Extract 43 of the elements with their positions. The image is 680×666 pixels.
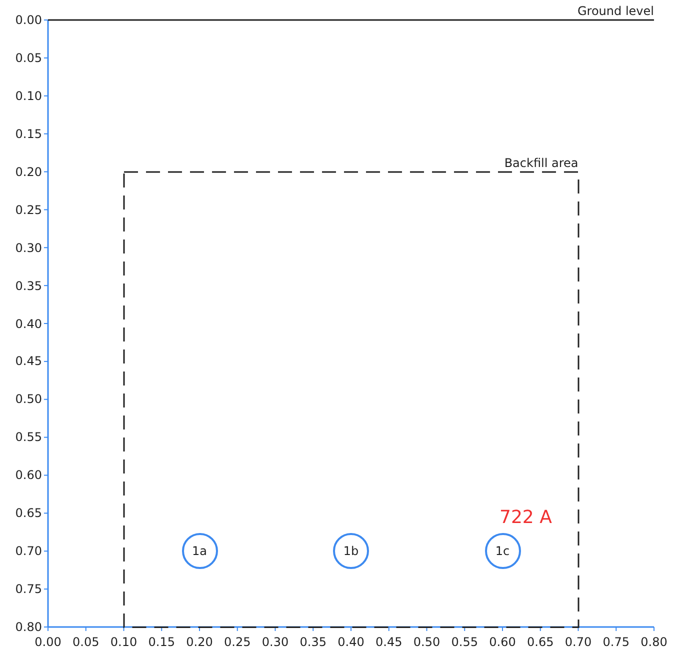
cable-circle	[182, 533, 218, 570]
y-tick-label: 0.75	[15, 582, 42, 596]
x-tick-label: 0.00	[34, 635, 62, 649]
y-tick-label: 0.25	[15, 202, 42, 217]
x-tick-label: 0.60	[488, 635, 516, 649]
x-tick-label: 0.70	[564, 635, 592, 649]
y-tick-label: 0.15	[15, 126, 42, 141]
cable-label: 1c	[494, 544, 511, 558]
x-tick-label: 0.55	[450, 635, 479, 649]
cable-circle	[484, 533, 520, 570]
y-tick-label: 0.80	[15, 620, 42, 634]
x-tick-label: 0.65	[526, 635, 554, 649]
area-label: Backfill area	[504, 156, 578, 170]
x-tick-label: 0.10	[110, 635, 138, 649]
y-tick-label: 0.40	[15, 316, 42, 330]
x-tick-label: 0.05	[72, 635, 100, 649]
x-tick-label: 0.30	[261, 635, 290, 649]
y-tick-label: 0.55	[15, 430, 42, 444]
x-tick-label: 0.25	[223, 635, 252, 649]
y-tick-label: 0.00	[15, 13, 42, 27]
y-tick-label: 0.35	[15, 278, 42, 293]
y-tick-label: 0.20	[15, 164, 42, 179]
x-tick-label: 0.80	[640, 635, 668, 649]
y-tick-label: 0.30	[15, 240, 42, 255]
cable-circle	[333, 533, 369, 570]
y-tick-label: 0.45	[15, 354, 42, 368]
x-tick-label: 0.15	[148, 635, 176, 649]
cable-label: 1b	[342, 544, 360, 558]
x-tick-label: 0.20	[186, 635, 214, 649]
x-tick-label: 0.75	[602, 635, 630, 649]
ground-level-label: Ground level	[578, 4, 654, 18]
y-tick-label: 0.10	[15, 88, 42, 103]
x-tick-label: 0.35	[299, 635, 328, 649]
x-tick-label: 0.45	[374, 635, 403, 649]
cable-label: 1a	[191, 544, 208, 558]
x-tick-label: 0.50	[412, 635, 441, 649]
y-tick-label: 0.60	[15, 468, 42, 482]
current-label: 722 A	[500, 508, 552, 528]
y-tick-label: 0.65	[15, 506, 42, 520]
x-tick-label: 0.40	[337, 635, 365, 649]
y-tick-label: 0.50	[15, 392, 42, 406]
y-tick-label: 0.70	[15, 544, 42, 558]
y-tick-label: 0.05	[15, 50, 42, 65]
